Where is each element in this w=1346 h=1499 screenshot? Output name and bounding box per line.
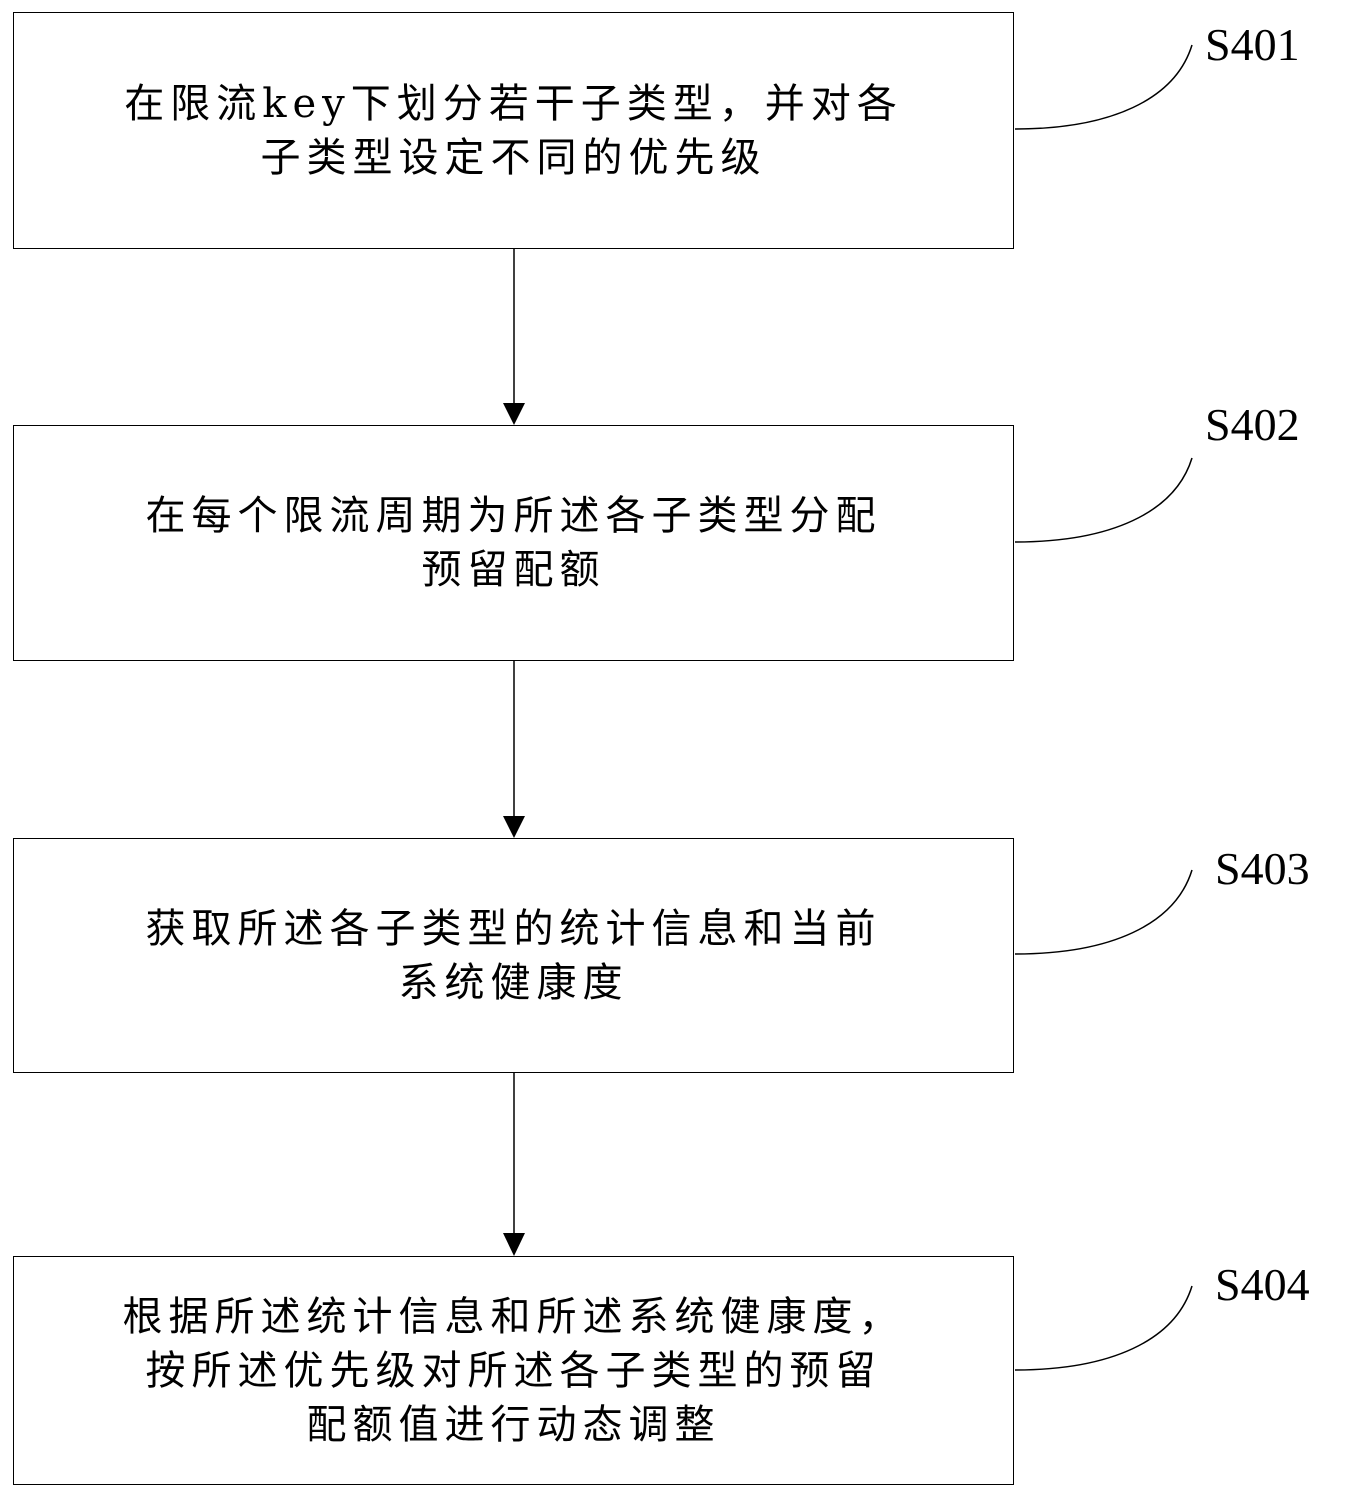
text-line: 配额值进行动态调整 bbox=[306, 1401, 721, 1448]
step-box-s404: 根据所述统计信息和所述系统健康度， 按所述优先级对所述各子类型的预留 配额值进行… bbox=[13, 1256, 1014, 1485]
step-box-s402: 在每个限流周期为所述各子类型分配 预留配额 bbox=[13, 425, 1014, 661]
arrow-s401-s402 bbox=[503, 248, 525, 425]
step-box-s401: 在限流key下划分若干子类型，并对各 子类型设定不同的优先级 bbox=[13, 12, 1014, 249]
text-line: 按所述优先级对所述各子类型的预留 bbox=[145, 1347, 882, 1394]
step-text: 获取所述各子类型的统计信息和当前 系统健康度 bbox=[126, 902, 902, 1010]
step-box-s403: 获取所述各子类型的统计信息和当前 系统健康度 bbox=[13, 838, 1014, 1073]
arrow-s403-s404 bbox=[503, 1072, 525, 1256]
leader-line-s402 bbox=[1014, 457, 1193, 543]
text-line: 根据所述统计信息和所述系统健康度， bbox=[122, 1293, 905, 1340]
step-label-s403: S403 bbox=[1215, 843, 1310, 894]
step-label-s402: S402 bbox=[1205, 399, 1300, 450]
text-line: 获取所述各子类型的统计信息和当前 bbox=[145, 905, 882, 952]
text-line: 预留配额 bbox=[421, 547, 606, 593]
text-line: 在每个限流周期为所述各子类型分配 bbox=[145, 493, 882, 539]
step-text: 根据所述统计信息和所述系统健康度， 按所述优先级对所述各子类型的预留 配额值进行… bbox=[103, 1290, 925, 1452]
leader-line-s404 bbox=[1014, 1285, 1193, 1371]
text-line: 子类型设定不同的优先级 bbox=[260, 134, 767, 181]
arrow-s402-s403 bbox=[503, 660, 525, 838]
step-label-s404: S404 bbox=[1215, 1259, 1310, 1310]
leader-line-s403 bbox=[1014, 869, 1193, 955]
step-text: 在限流key下划分若干子类型，并对各 子类型设定不同的优先级 bbox=[104, 77, 923, 185]
text-line: 系统健康度 bbox=[398, 959, 629, 1006]
step-text: 在每个限流周期为所述各子类型分配 预留配额 bbox=[126, 489, 902, 597]
text-line: 在限流key下划分若干子类型，并对各 bbox=[124, 80, 903, 127]
leader-line-s401 bbox=[1014, 44, 1193, 130]
step-label-s401: S401 bbox=[1205, 19, 1300, 70]
